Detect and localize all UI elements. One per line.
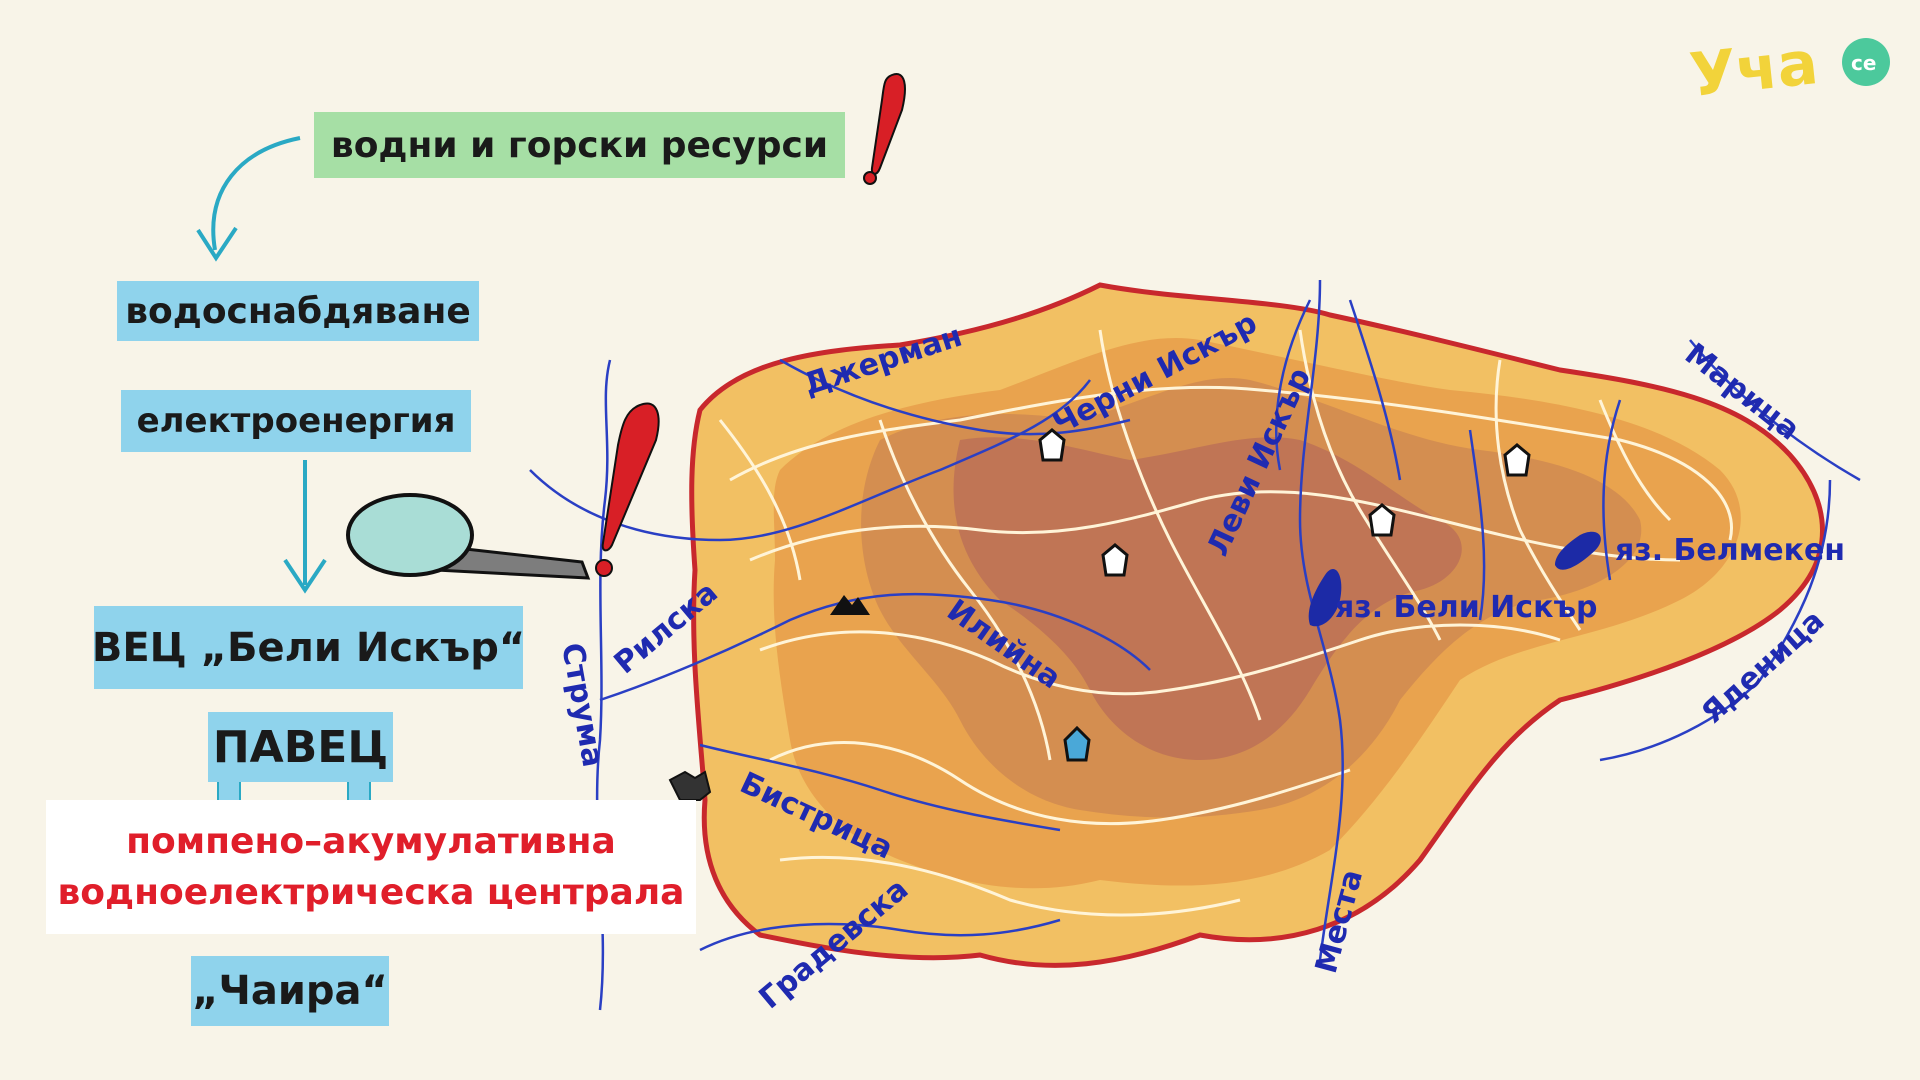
hut-icons: [1038, 428, 1531, 762]
exclamation-icon: [595, 402, 660, 577]
pavec-box: ПАВЕЦ: [208, 712, 393, 782]
water-supply-box: водоснабдяване: [117, 281, 479, 341]
dam-label-belmeken: яз. Белмекен: [1615, 533, 1845, 568]
chaira-box: „Чаира“: [191, 956, 389, 1026]
logo: Уча се: [1687, 28, 1890, 111]
arrow-icon: [196, 136, 301, 262]
exclamation-icon: [863, 73, 906, 185]
rila-map: Джерман Черни Искър Леви Искър Марица Ри…: [529, 279, 1861, 1016]
hut-icon: [1503, 443, 1531, 477]
hpp-label: ВЕЦ „Бели Искър“: [91, 624, 526, 671]
resources-label: водни и горски ресурси: [330, 124, 829, 166]
hut-icon: [1101, 543, 1129, 577]
dam-beli-iskar-shape: [1308, 569, 1342, 627]
logo-badge-text: се: [1851, 51, 1876, 75]
hut-icon-blue: [1063, 725, 1091, 762]
logo-badge: [1842, 38, 1890, 86]
dam-label-beli-iskar: яз. Бели Искър: [1335, 590, 1597, 625]
contour-lines: [718, 329, 1733, 917]
town-icon: [668, 770, 712, 801]
water-supply-label: водоснабдяване: [125, 290, 471, 332]
pavec-description-line2: водноелектрическа централа: [57, 872, 685, 913]
arrow-icon: [283, 460, 327, 594]
dam-belmeken-shape: [1555, 531, 1601, 570]
logo-text: Уча: [1687, 28, 1822, 111]
hut-icon: [1038, 428, 1066, 462]
chaira-label: „Чаира“: [192, 968, 388, 1014]
electricity-box: електроенергия: [121, 390, 471, 452]
pavec-label: ПАВЕЦ: [212, 721, 389, 773]
resources-box: водни и горски ресурси: [314, 112, 845, 178]
map-peak-region: [953, 437, 1462, 760]
hut-icon: [1368, 503, 1396, 537]
pavec-description-box: помпено–акумулативна водноелектрическа ц…: [46, 800, 696, 934]
magnifying-glass-icon: [346, 493, 591, 580]
electricity-label: електроенергия: [136, 401, 456, 441]
pavec-description-line1: помпено–акумулативна: [126, 821, 616, 862]
hpp-box: ВЕЦ „Бели Искър“: [91, 606, 526, 689]
peak-icon: [830, 595, 870, 615]
